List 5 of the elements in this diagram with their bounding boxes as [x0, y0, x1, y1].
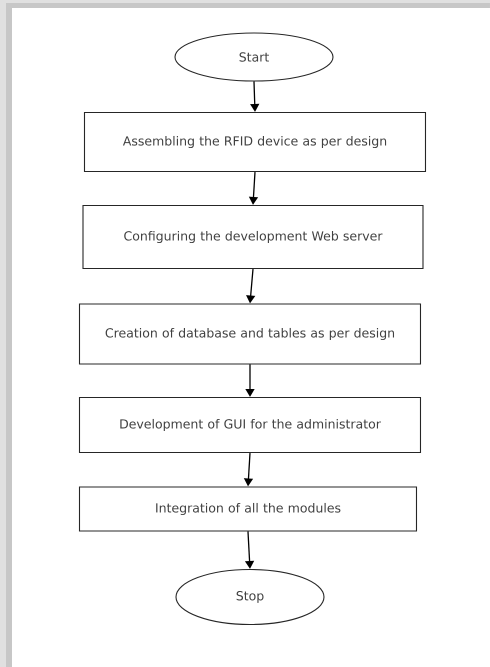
- process-box: Assembling the RFID device as per design: [84, 112, 426, 172]
- process-box: Configuring the development Web server: [82, 204, 424, 270]
- process-box: Creation of database and tables as per design: [78, 303, 422, 365]
- process-box: Development of GUI for the administrator: [78, 396, 422, 454]
- process-box: Integration of all the modules: [78, 486, 418, 532]
